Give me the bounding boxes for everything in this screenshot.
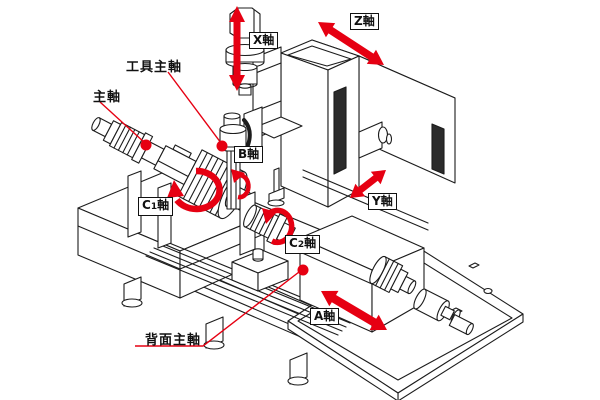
tool-spindle-dot — [216, 140, 228, 152]
tool-spindle-leader — [167, 71, 222, 144]
b-rotation-arrow — [231, 169, 251, 200]
a-axis-arrow — [321, 290, 387, 331]
c2-rotation-arrow — [262, 207, 295, 246]
axis-label-c1: C1軸 — [138, 197, 174, 216]
axis-label-c2: C2軸 — [285, 235, 321, 254]
axis-label-a: A軸 — [310, 308, 340, 325]
main-spindle-label: 主軸 — [93, 90, 122, 105]
back-spindle-leader — [135, 271, 300, 347]
axis-label-b: B軸 — [234, 146, 264, 163]
tool-spindle-assembly — [219, 106, 285, 210]
back-spindle-dot — [297, 264, 309, 276]
base-tray — [287, 240, 524, 400]
c1-rotation-arrow — [167, 167, 223, 213]
z-column — [280, 39, 456, 208]
axis-label-y: Y軸 — [368, 193, 397, 210]
back-spindle-label: 背面主軸 — [145, 333, 202, 348]
main-spindle-dot — [140, 139, 152, 151]
x-axis-arrow — [229, 6, 245, 91]
back-spindle-assembly — [369, 255, 474, 336]
axis-label-x: X軸 — [249, 32, 279, 49]
tool-spindle-label: 工具主軸 — [126, 60, 183, 75]
main-spindle-leader — [99, 101, 146, 144]
y-axis-arrow — [350, 170, 386, 198]
axis-label-z: Z軸 — [350, 13, 379, 30]
z-axis-arrow — [318, 22, 384, 65]
